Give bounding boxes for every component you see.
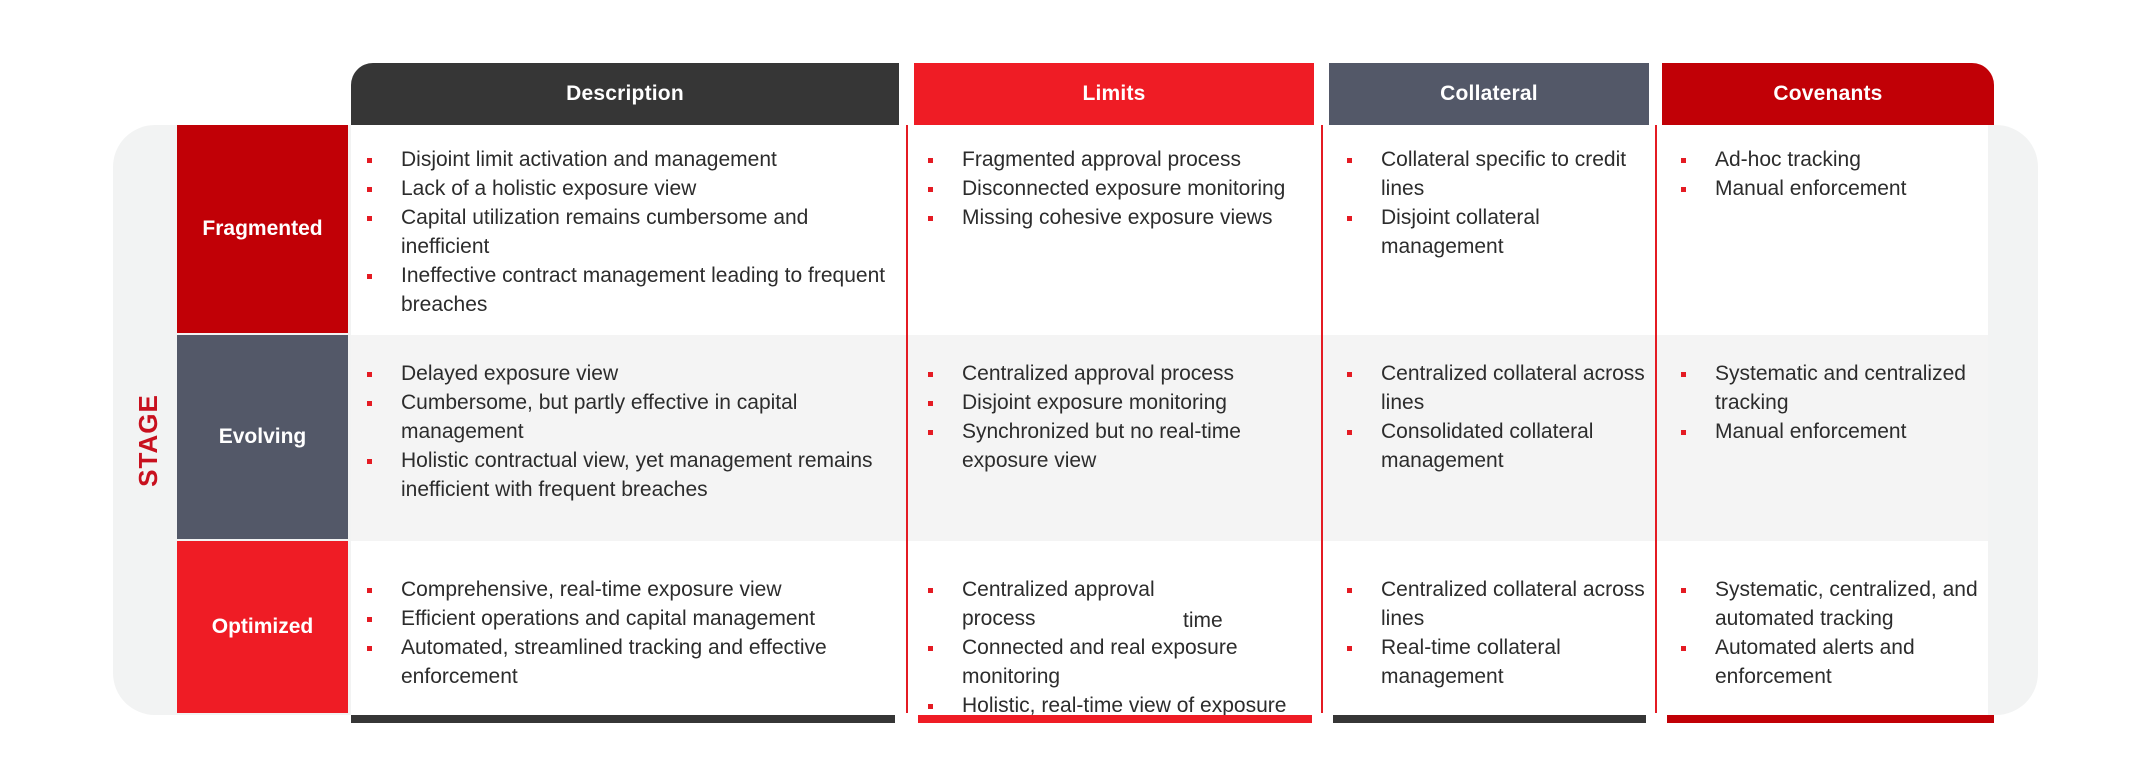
column-header-description: Description <box>351 63 899 125</box>
list-item: Collateral specific to credit lines <box>1347 145 1649 203</box>
stray-text: time <box>1183 609 1223 632</box>
column-divider <box>1655 125 1657 713</box>
list-item: Disjoint limit activation and management <box>367 145 900 174</box>
cell-fragmented-description: Disjoint limit activation and management… <box>353 125 906 335</box>
list-item: Comprehensive, real-time exposure view <box>367 575 900 604</box>
row-header-label: Evolving <box>218 425 307 448</box>
column-header-covenants: Covenants <box>1662 63 1994 125</box>
list-item: Consolidated collateral management <box>1347 417 1649 475</box>
list-item: Holistic contractual view, yet managemen… <box>367 446 900 504</box>
list-item: Manual enforcement <box>1681 417 1982 446</box>
list-item: Ad-hoc tracking <box>1681 145 1982 174</box>
list-item: Centralized approval process <box>928 359 1315 388</box>
list-item: Systematic and centralized tracking <box>1681 359 1982 417</box>
column-divider <box>906 125 908 713</box>
column-header-collateral: Collateral <box>1329 63 1649 125</box>
list-item: Missing cohesive exposure views <box>928 203 1315 232</box>
cell-evolving-limits: Centralized approval process Disjoint ex… <box>914 339 1321 541</box>
column-header-label: Covenants <box>1773 82 1883 105</box>
list-item: Automated alerts and enforcement <box>1681 633 1982 691</box>
list-item: Disjoint exposure monitoring <box>928 388 1315 417</box>
list-item: Lack of a holistic exposure view <box>367 174 900 203</box>
row-band-evolving <box>351 335 1988 541</box>
list-item: Efficient operations and capital managem… <box>367 604 900 633</box>
row-header-label: Fragmented <box>202 217 323 240</box>
bottom-bar-covenants <box>1667 715 1994 723</box>
bottom-bar-description <box>351 715 895 723</box>
list-item: Centralized collateral across lines <box>1347 575 1649 633</box>
list-item: Cumbersome, but partly effective in capi… <box>367 388 900 446</box>
list-item: Automated, streamlined tracking and effe… <box>367 633 900 691</box>
row-band-optimized <box>351 541 1988 715</box>
row-header-evolving: Evolving <box>177 335 348 539</box>
list-item: Connected and real exposure monitoring <box>928 633 1315 691</box>
list-item: Synchronized but no real-time exposure v… <box>928 417 1315 475</box>
row-header-label: Optimized <box>211 615 314 638</box>
stage-label-text: STAGE <box>132 393 163 487</box>
row-header-fragmented: Fragmented <box>177 125 348 333</box>
list-item: Capital utilization remains cumbersome a… <box>367 203 900 261</box>
list-item: Centralized collateral across lines <box>1347 359 1649 417</box>
list-item: Disconnected exposure monitoring <box>928 174 1315 203</box>
column-header-limits: Limits <box>914 63 1314 125</box>
list-item: Holistic, real-time view of exposure <box>928 691 1315 720</box>
column-header-label: Collateral <box>1440 82 1538 105</box>
cell-evolving-description: Delayed exposure view Cumbersome, but pa… <box>353 339 906 541</box>
column-header-label: Limits <box>1082 82 1146 105</box>
cell-fragmented-collateral: Collateral specific to credit lines Disj… <box>1333 125 1655 335</box>
row-band-fragmented <box>351 125 1988 335</box>
list-item: Ineffective contract management leading … <box>367 261 900 319</box>
bottom-bar-collateral <box>1333 715 1646 723</box>
list-item: Real-time collateral management <box>1347 633 1649 691</box>
column-divider <box>1321 125 1323 713</box>
column-header-label: Description <box>566 82 684 105</box>
list-item: Systematic, centralized, and automated t… <box>1681 575 1982 633</box>
cell-optimized-description: Comprehensive, real-time exposure view E… <box>353 555 906 715</box>
bottom-bar-limits <box>918 715 1312 723</box>
cell-optimized-collateral: Centralized collateral across lines Real… <box>1333 555 1655 715</box>
list-item: Manual enforcement <box>1681 174 1982 203</box>
cell-optimized-limits: Centralized approval process Connected a… <box>914 555 1321 717</box>
cell-fragmented-limits: Fragmented approval process Disconnected… <box>914 125 1321 335</box>
row-header-optimized: Optimized <box>177 541 348 713</box>
cell-fragmented-covenants: Ad-hoc tracking Manual enforcement <box>1667 125 1988 335</box>
cell-optimized-covenants: Systematic, centralized, and automated t… <box>1667 555 1988 715</box>
list-item: Disjoint collateral management <box>1347 203 1649 261</box>
stage-label: STAGE <box>126 380 170 500</box>
cell-evolving-collateral: Centralized collateral across lines Cons… <box>1333 339 1655 541</box>
list-item: Centralized approval process <box>928 575 1315 633</box>
cell-evolving-covenants: Systematic and centralized tracking Manu… <box>1667 339 1988 541</box>
list-item: Delayed exposure view <box>367 359 900 388</box>
list-item: Fragmented approval process <box>928 145 1315 174</box>
